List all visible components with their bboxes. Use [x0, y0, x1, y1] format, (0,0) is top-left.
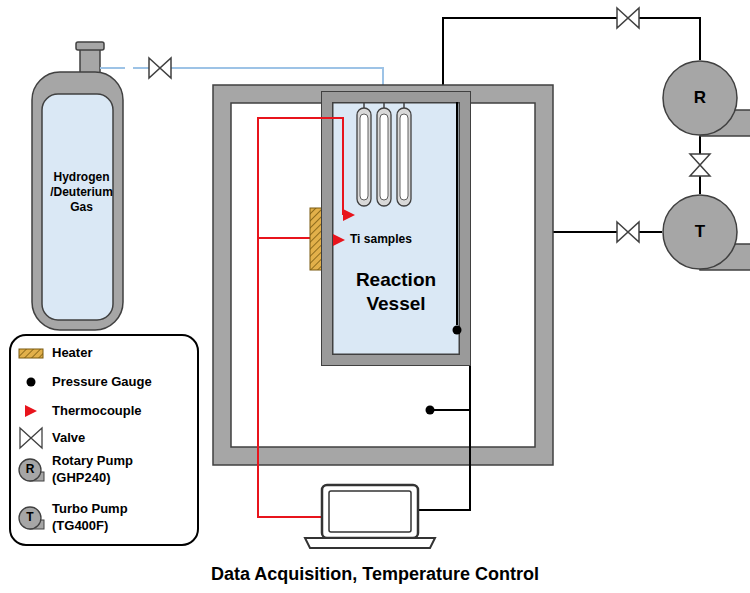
valve-symbol [20, 428, 42, 448]
gas-cylinder: Hydrogen /Deuterium Gas [30, 42, 133, 332]
node-text: Reaction Vessel [338, 268, 454, 316]
valve [690, 154, 710, 176]
legend-text: Turbo Pump (TG400F) [52, 501, 180, 535]
legend-text: Valve [52, 430, 180, 447]
reaction-vessel: Reaction Vessel [322, 92, 470, 365]
legend-text: Rotary Pump (GHP240) [52, 453, 180, 487]
pressure-gauge-symbol [27, 378, 36, 387]
legend-box [10, 335, 198, 545]
gauge-wire [418, 365, 470, 510]
outer-chamber [213, 85, 553, 465]
ti-sample [380, 114, 388, 200]
gauge-line [456, 102, 458, 325]
pressure-gauge [426, 406, 435, 415]
node-text: R [694, 89, 706, 108]
node-text: Hydrogen /Deuterium Gas [42, 170, 121, 215]
pressure-gauge [453, 326, 462, 335]
cylinder-neck [80, 48, 100, 74]
pump-body [663, 195, 737, 269]
heater [310, 208, 322, 270]
sample-rod [363, 102, 365, 110]
ti-sample [400, 114, 408, 200]
caption: Data Acquisition, Temperature Control [0, 564, 750, 586]
cylinder-valve [76, 42, 104, 50]
legend-icon [19, 349, 43, 358]
ti-sample [360, 114, 368, 200]
pump-letter: T [26, 511, 33, 524]
laptop-screen [322, 485, 418, 538]
legend-icon [20, 428, 42, 448]
legend-icon [19, 507, 44, 529]
legend-icon [25, 405, 37, 417]
legend-text: Thermocouple [52, 403, 180, 420]
pump-symbol [19, 459, 41, 481]
heater-wire [258, 237, 310, 239]
thermocouple [343, 209, 355, 221]
thermocouple-symbol [25, 405, 37, 417]
thermocouple-wire [258, 118, 322, 517]
pump-letter: R [26, 463, 35, 476]
pump-body [663, 61, 737, 135]
legend-icons [19, 349, 44, 529]
pump-symbol [19, 507, 41, 529]
part-label: Ti samples [350, 233, 412, 246]
legend-icon [27, 378, 36, 387]
sample-rod [383, 102, 385, 110]
thermocouple [333, 234, 345, 246]
legend-text: Pressure Gauge [52, 374, 180, 391]
laptop-base [305, 538, 435, 548]
gas-outlet [100, 67, 125, 69]
valve [617, 8, 639, 28]
legend-text: Heater [52, 345, 180, 362]
ti-sample-holder [357, 108, 371, 206]
thermocouple-wire [320, 118, 343, 215]
node-text: T [695, 223, 705, 242]
heater-symbol [19, 349, 43, 358]
ti-sample-holder [377, 108, 391, 206]
pipe-connector [443, 18, 700, 92]
turbo-pump: T [662, 194, 738, 270]
ti-sample-holder [397, 108, 411, 206]
sample-rod [403, 102, 405, 110]
rotary-pump: R [662, 60, 738, 136]
valve [149, 58, 171, 78]
valve [617, 222, 639, 242]
legend-icon [19, 459, 44, 481]
laptop-display [329, 491, 411, 532]
cylinder-body [32, 72, 123, 330]
